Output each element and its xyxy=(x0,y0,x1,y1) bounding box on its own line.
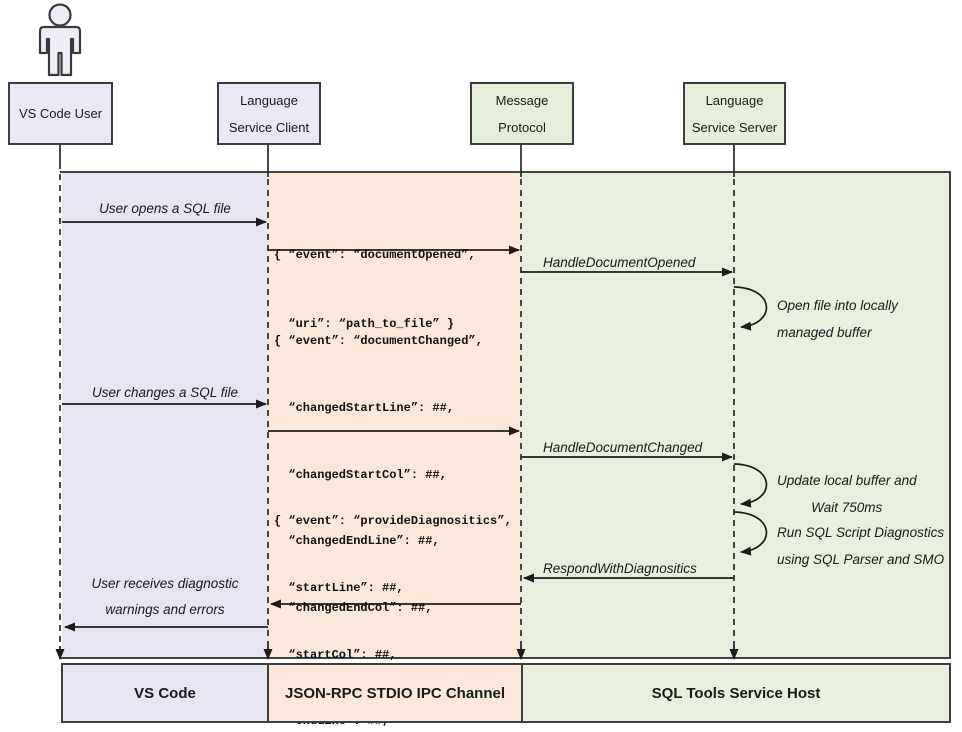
lane-backgrounds xyxy=(62,173,950,658)
label-user-receives-diagnostics: User receives diagnostic warnings and er… xyxy=(62,571,268,623)
label-line1: User receives diagnostic xyxy=(91,576,239,591)
payload-line: “startLine”: ##, xyxy=(274,581,404,596)
actor-body xyxy=(38,25,82,77)
self-loop-run-diagnostics xyxy=(733,511,768,556)
system-box-jsonrpc-channel: JSON-RPC STDIO IPC Channel xyxy=(267,663,523,723)
payload-line: “uri”: “path_to_file” } xyxy=(274,317,455,331)
lifelines xyxy=(59,174,735,646)
note-line2: managed buffer xyxy=(777,325,872,340)
participant-label: VS Code User xyxy=(18,106,103,121)
lane-ipc-channel xyxy=(268,173,521,658)
payload-line: { “event”: “documentChanged”, xyxy=(274,334,483,349)
lane-vscode xyxy=(62,173,268,658)
system-box-label: VS Code xyxy=(134,684,196,702)
payload-line: { “event”: “documentOpened”, xyxy=(274,248,476,262)
lane-service-host xyxy=(521,173,950,658)
payload-document-opened: { “event”: “documentOpened”, “uri”: “pat… xyxy=(274,198,476,382)
label-handle-document-opened: HandleDocumentOpened xyxy=(543,255,696,270)
participant-label-line2: Service Client xyxy=(228,119,310,135)
participant-box-vscode-user: VS Code User xyxy=(8,82,113,145)
self-loops xyxy=(733,286,768,556)
note-line1: Run SQL Script Diagnostics xyxy=(777,525,945,540)
payload-line: “changedEndLine”: ##, xyxy=(274,534,440,549)
payload-provide-diagnostics: { “event”: “provideDiagnositics”, “start… xyxy=(274,466,512,732)
participant-label-line2: Service Server xyxy=(691,119,778,135)
label-user-changes-sql-file: User changes a SQL file xyxy=(91,385,239,400)
payload-line: “changedEndCol”: ##, xyxy=(274,600,433,615)
actor-head xyxy=(48,3,72,27)
participant-label-line1: Language xyxy=(240,92,298,108)
note-line1: Update local buffer and xyxy=(777,473,917,488)
lifeline-stems xyxy=(59,143,735,177)
participant-label-line1: Language xyxy=(705,92,764,108)
note-open-file-buffer: Open file into locally managed buffer xyxy=(777,292,898,346)
system-box-sql-tools-service-host: SQL Tools Service Host xyxy=(521,663,951,723)
note-line2: Wait 750ms xyxy=(811,500,883,515)
label-respond-with-diagnostics: RespondWithDiagnositics xyxy=(543,561,697,576)
message-arrows xyxy=(62,217,734,632)
label-user-opens-sql-file: User opens a SQL file xyxy=(99,201,231,216)
system-box-label: SQL Tools Service Host xyxy=(651,684,821,702)
system-box-label: JSON-RPC STDIO IPC Channel xyxy=(284,684,506,702)
label-line2: warnings and errors xyxy=(105,602,225,617)
self-loop-update-buffer xyxy=(733,463,768,508)
participant-box-message-protocol: Message Protocol xyxy=(470,82,574,145)
payload-line: “changedStartCol”: ##, xyxy=(274,467,447,482)
participant-label-line2: Protocol xyxy=(498,119,546,135)
note-line2: using SQL Parser and SMO xyxy=(777,552,945,567)
note-line1: Open file into locally xyxy=(777,298,898,313)
label-handle-document-changed: HandleDocumentChanged xyxy=(543,440,703,455)
system-box-vscode: VS Code xyxy=(61,663,269,723)
participant-label-line1: Message xyxy=(495,92,549,108)
payload-line: “changedStartLine”: ##, xyxy=(274,401,455,416)
lifeline-end-arrows xyxy=(55,646,739,660)
payload-line: { “event”: “provideDiagnositics”, xyxy=(274,514,512,529)
participant-box-language-service-client: Language Service Client xyxy=(217,82,321,145)
note-run-sql-diagnostics: Run SQL Script Diagnostics using SQL Par… xyxy=(777,519,944,573)
lane-frame-border xyxy=(60,171,951,659)
participant-box-language-service-server: Language Service Server xyxy=(683,82,786,145)
self-loop-open-file xyxy=(733,286,768,331)
payload-line: “startCol”: ##, xyxy=(274,647,397,662)
note-update-buffer-wait: Update local buffer and Wait 750ms xyxy=(777,467,917,521)
user-actor-icon xyxy=(38,3,82,77)
